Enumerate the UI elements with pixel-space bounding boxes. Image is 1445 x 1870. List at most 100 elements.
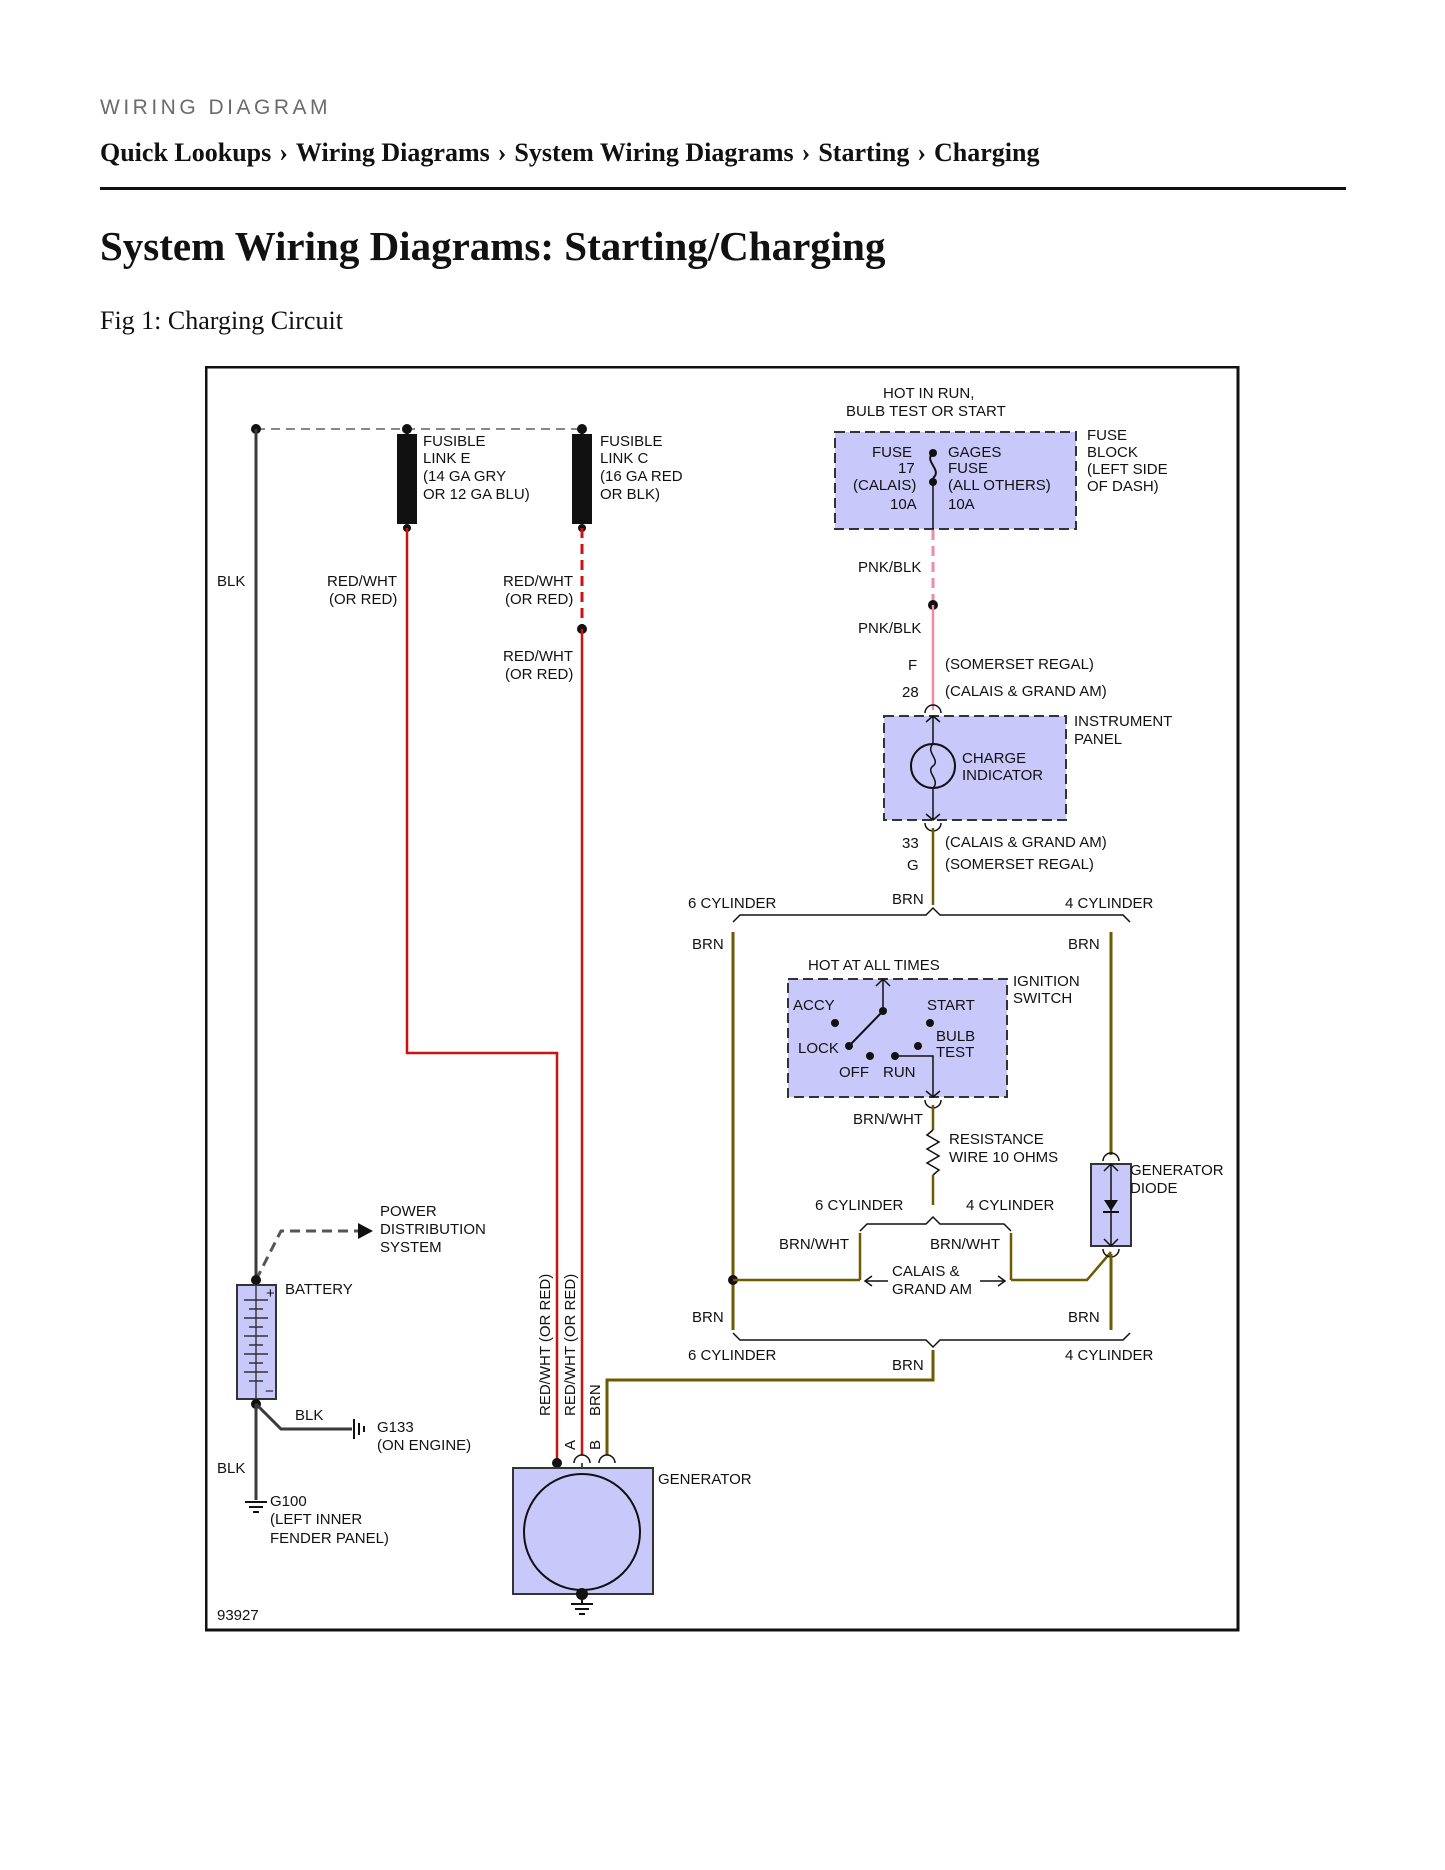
label-pnk-blk-1: PNK/BLK	[858, 559, 921, 576]
option-bracket-bottom	[732, 1332, 1131, 1349]
hot-in-run-label: HOT IN RUN, BULB TEST OR START	[846, 385, 1006, 420]
fusible-link-c-label: FUSIBLE LINK C (16 GA RED OR BLK)	[600, 433, 687, 503]
label-blk-top: BLK	[217, 573, 245, 590]
breadcrumb-separator: ›	[917, 138, 926, 167]
diagram-frame	[205, 366, 1240, 1632]
label-6-cylinder-top: 6 CYLINDER	[688, 895, 777, 912]
g100-label: G100 (LEFT INNER FENDER PANEL)	[270, 1493, 389, 1547]
fuse-block	[834, 431, 1077, 530]
breadcrumb-starting[interactable]: Starting	[818, 138, 910, 167]
charging-circuit-diagram: BLK FUSIBLE LINK E (14 GA GRY OR 12 GA B…	[205, 366, 1240, 1632]
wire-blk-g133	[254, 1402, 352, 1431]
label-brn-wht-switch: BRN/WHT	[853, 1111, 923, 1128]
label-blk-g100: BLK	[217, 1460, 245, 1477]
wire-red-wht-link-e	[405, 528, 559, 1462]
figure-number: 93927	[217, 1607, 259, 1624]
label-brn-wht-6cyl: BRN/WHT	[779, 1236, 849, 1253]
ground-generator-icon	[571, 1594, 593, 1615]
arrow-down	[925, 1090, 941, 1098]
breadcrumb-charging[interactable]: Charging	[934, 138, 1040, 167]
switch-accy-label: ACCY	[793, 997, 835, 1014]
arrow-right	[997, 1275, 1007, 1287]
switch-bulb-test-label: BULB TEST	[936, 1028, 979, 1061]
wire-brn-4cyl-link	[1011, 1251, 1112, 1282]
arrow-up	[1103, 1162, 1119, 1172]
label-calais-grand-am-1: (CALAIS & GRAND AM)	[945, 683, 1107, 700]
connector-arc	[573, 1454, 591, 1464]
calais-grand-am-label: CALAIS & GRAND AM	[892, 1263, 972, 1298]
battery-label: BATTERY	[285, 1281, 353, 1298]
resistance-wire-label: RESISTANCE WIRE 10 OHMS	[949, 1131, 1058, 1166]
page-title: System Wiring Diagrams: Starting/Chargin…	[100, 223, 886, 269]
switch-contact	[866, 1052, 874, 1060]
ignition-switch-label: IGNITION SWITCH	[1013, 973, 1084, 1007]
arrow-left	[863, 1275, 873, 1287]
battery-cells	[244, 1299, 268, 1382]
ground-g133-icon	[353, 1419, 365, 1439]
label-4-cylinder-top: 4 CYLINDER	[1065, 895, 1154, 912]
instrument-panel-label: INSTRUMENT PANEL	[1074, 713, 1176, 748]
fusible-link-e	[397, 434, 417, 524]
label-vertical-red-wht-a: RED/WHT (OR RED)	[537, 1274, 554, 1416]
generator	[512, 1467, 654, 1595]
label-calais-grand-am-2: (CALAIS & GRAND AM)	[945, 834, 1107, 851]
label-brn-right-bottom: BRN	[1068, 1309, 1100, 1326]
switch-start-label: START	[927, 997, 975, 1014]
fuse-17-label: FUSE 17 (CALAIS) 10A	[853, 444, 921, 513]
connector-arc	[924, 704, 942, 714]
switch-contact	[914, 1042, 922, 1050]
arrow-down	[925, 813, 941, 821]
connector-28: 28	[902, 684, 919, 701]
label-vertical-brn: BRN	[587, 1384, 604, 1416]
fusible-link-e-label: FUSIBLE LINK E (14 GA GRY OR 12 GA BLU)	[423, 433, 530, 503]
label-brn-wht-4cyl: BRN/WHT	[930, 1236, 1000, 1253]
arrow-down	[1103, 1238, 1119, 1248]
breadcrumb-quick-lookups[interactable]: Quick Lookups	[100, 138, 272, 167]
power-distribution-label: POWER DISTRIBUTION SYSTEM	[380, 1203, 490, 1256]
breadcrumb-separator: ›	[801, 138, 811, 167]
label-brn-6cyl: BRN	[692, 936, 724, 953]
terminal-a-label: A	[562, 1440, 579, 1450]
switch-lock-label: LOCK	[798, 1040, 839, 1057]
switch-contact	[926, 1019, 934, 1027]
header-divider	[100, 187, 1346, 190]
switch-contact	[845, 1042, 853, 1050]
arrow-up	[875, 977, 891, 987]
label-pnk-blk-2: PNK/BLK	[858, 620, 921, 637]
ignition-switch	[787, 978, 1008, 1098]
hot-at-all-times-label: HOT AT ALL TIMES	[808, 957, 940, 974]
label-red-wht-c-2: RED/WHT (OR RED)	[503, 648, 577, 683]
label-4-cylinder-mid: 4 CYLINDER	[966, 1197, 1055, 1214]
label-4-cylinder-bottom: 4 CYLINDER	[1065, 1347, 1154, 1364]
resistance-wire	[925, 1129, 941, 1176]
connector-arc	[598, 1454, 616, 1464]
generator-label: GENERATOR	[658, 1471, 752, 1488]
arrow-power-distribution	[358, 1223, 373, 1239]
label-somerset-regal-2: (SOMERSET REGAL)	[945, 856, 1094, 873]
figure-caption: Fig 1: Charging Circuit	[100, 306, 343, 335]
switch-run-lead	[895, 1055, 934, 1097]
label-brn-left-bottom: BRN	[692, 1309, 724, 1326]
breadcrumb-wiring-diagrams[interactable]: Wiring Diagrams	[295, 138, 490, 167]
lamp-filament	[930, 743, 936, 789]
terminal-b-label: B	[587, 1440, 604, 1450]
battery-minus: −	[265, 1383, 274, 1400]
breadcrumb-system-wiring-diagrams[interactable]: System Wiring Diagrams	[514, 138, 794, 167]
switch-contact	[831, 1019, 839, 1027]
label-somerset-regal-1: (SOMERSET REGAL)	[945, 656, 1094, 673]
label-brn-4cyl: BRN	[1068, 936, 1100, 953]
wire-brn-to-generator	[605, 1350, 935, 1455]
generator-diode-label: GENERATOR DIODE	[1130, 1162, 1228, 1197]
label-red-wht-c-1: RED/WHT (OR RED)	[503, 573, 577, 608]
charge-indicator-label: CHARGE INDICATOR	[962, 750, 1043, 784]
label-brn-top: BRN	[892, 891, 924, 908]
switch-off-label: OFF	[839, 1064, 869, 1081]
breadcrumb-separator: ›	[497, 138, 507, 167]
label-6-cylinder-mid: 6 CYLINDER	[815, 1197, 904, 1214]
node-dot	[251, 1275, 261, 1285]
option-bracket-top	[732, 906, 1131, 923]
battery-plus: +	[266, 1285, 275, 1302]
label-red-wht-e: RED/WHT (OR RED)	[327, 573, 401, 608]
switch-run-label: RUN	[883, 1064, 916, 1081]
label-vertical-red-wht-b: RED/WHT (OR RED)	[562, 1274, 579, 1416]
